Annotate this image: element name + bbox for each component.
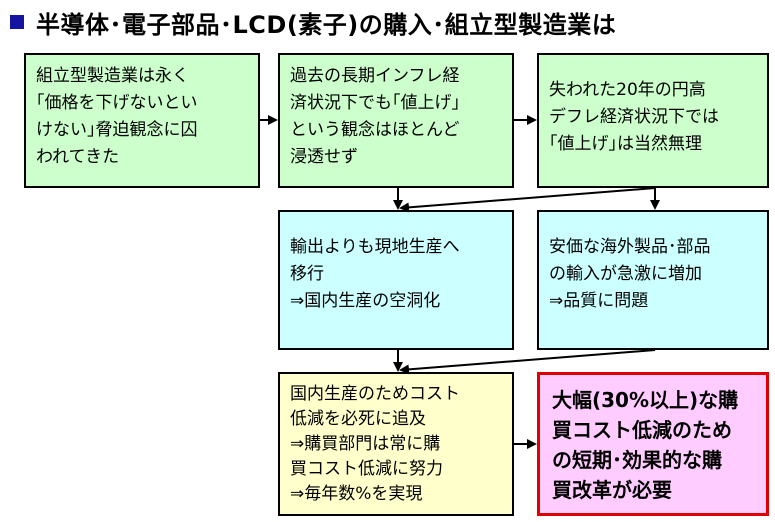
box-assembly-manufacturers: 組立型製造業は永く ｢価格を下げないとい けない｣脅迫観念に囚 われてきた [24, 53, 260, 188]
box-purchasing-reform: 大幅(30%以上)な購 買コスト低減のため の短期･効果的な購 買改革が必要 [537, 372, 769, 516]
box-line: けない｣脅迫観念に囚 [36, 120, 198, 140]
box-line: 大幅(30%以上)な購 [552, 388, 739, 412]
box-line: 組立型製造業は永く [36, 66, 189, 86]
box-line: 済状況下でも｢値上げ｣ [290, 93, 460, 113]
arrow-box5-to-box6 [399, 349, 656, 375]
slide-title: 半導体･電子部品･LCD(素子)の購入･組立型製造業は [6, 4, 766, 40]
box-line: 買コスト低減のため [552, 418, 732, 442]
box-line: という観念はほとんど [290, 120, 460, 140]
box-cheap-imports: 安価な海外製品･部品 の輸入が急激に増加 ⇒品質に問題 [537, 210, 769, 350]
box-line: ⇒国内生産の空洞化 [290, 291, 441, 311]
box-line: の輸入が急激に増加 [549, 264, 702, 284]
title-bullet-icon [10, 15, 24, 29]
arrow-box3-to-box4 [399, 187, 656, 213]
title-text: 半導体･電子部品･LCD(素子)の購入･組立型製造業は [36, 10, 617, 39]
box-line: 浸透せず [290, 147, 358, 167]
box-cost-reduction: 国内生産のためコスト 低減を必死に追及 ⇒購買部門は常に購 買コスト低減に努力 … [278, 372, 514, 516]
box-line: われてきた [36, 147, 120, 167]
box-line: 輸出よりも現地生産へ [290, 237, 460, 257]
box-line: ｢価格を下げないとい [36, 93, 198, 113]
box-line: 買改革が必要 [552, 478, 672, 502]
box-line: ｢値上げ｣は当然無理 [549, 134, 702, 154]
box-line: 国内生産のためコスト [290, 384, 460, 404]
box-line: 移行 [290, 264, 324, 284]
box-line: 買コスト低減に努力 [290, 459, 443, 479]
box-line: ⇒購買部門は常に購 [290, 434, 441, 454]
box-overseas-production: 輸出よりも現地生産へ 移行 ⇒国内生産の空洞化 [278, 210, 514, 350]
box-line: ⇒毎年数%を実現 [290, 484, 423, 504]
box-line: 過去の長期インフレ経 [290, 66, 460, 86]
box-line: ⇒品質に問題 [549, 291, 649, 311]
box-past-inflation: 過去の長期インフレ経 済状況下でも｢値上げ｣ という観念はほとんど 浸透せず [278, 53, 514, 188]
box-lost-decades: 失われた20年の円高 デフレ経済状況下では ｢値上げ｣は当然無理 [537, 53, 769, 188]
box-line: 安価な海外製品･部品 [549, 237, 711, 257]
box-line: 失われた20年の円高 [549, 80, 706, 100]
box-line: の短期･効果的な購 [552, 448, 722, 472]
box-line: 低減を必死に追及 [290, 409, 426, 429]
box-line: デフレ経済状況下では [549, 107, 719, 127]
